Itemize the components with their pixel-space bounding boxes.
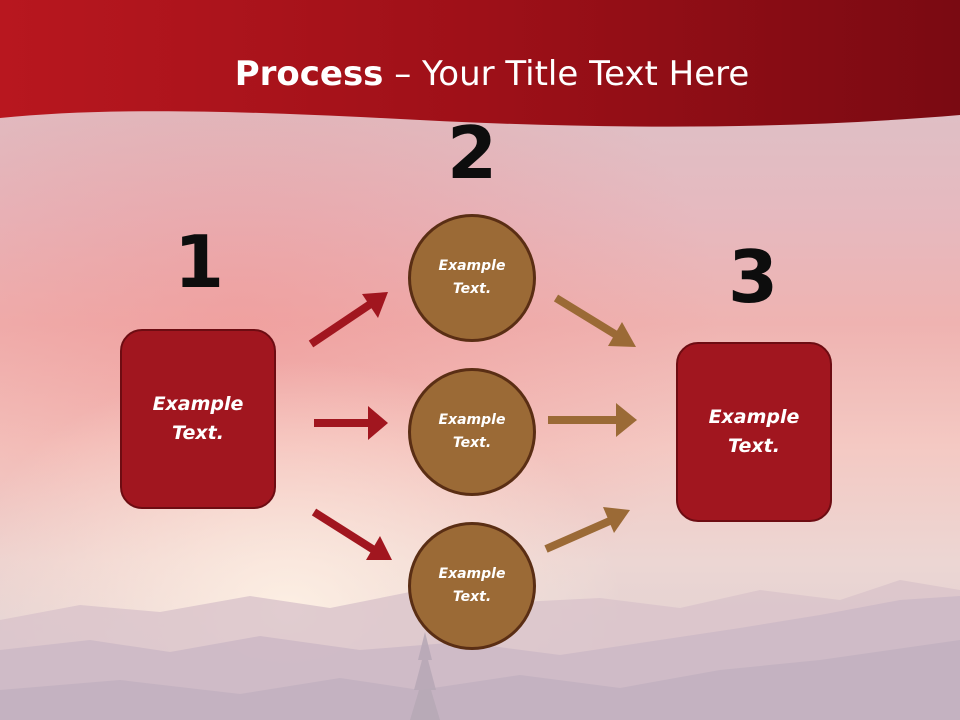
- slide-title: Process – Your Title Text Here: [0, 52, 960, 96]
- process-circle-bottom: Example Text.: [408, 522, 536, 650]
- title-banner: [0, 0, 960, 127]
- circle-bottom-label: Example Text.: [438, 566, 506, 605]
- step-1-box: Example Text.: [120, 329, 276, 509]
- title-bold: Process: [234, 54, 384, 94]
- step-3-label: Example Text.: [708, 406, 800, 457]
- title-rest: – Your Title Text Here: [383, 54, 750, 94]
- step-3-box: Example Text.: [676, 342, 832, 522]
- process-circle-middle: Example Text.: [408, 368, 536, 496]
- step-3-number: 3: [727, 235, 779, 319]
- process-circle-top: Example Text.: [408, 214, 536, 342]
- step-1-label: Example Text.: [152, 393, 244, 444]
- pine-tree: [410, 632, 440, 720]
- step-2-number: 2: [446, 111, 498, 195]
- circle-middle-label: Example Text.: [438, 412, 506, 451]
- step-1-number: 1: [173, 220, 225, 304]
- mountain-front: [0, 640, 960, 720]
- circle-top-label: Example Text.: [438, 258, 506, 297]
